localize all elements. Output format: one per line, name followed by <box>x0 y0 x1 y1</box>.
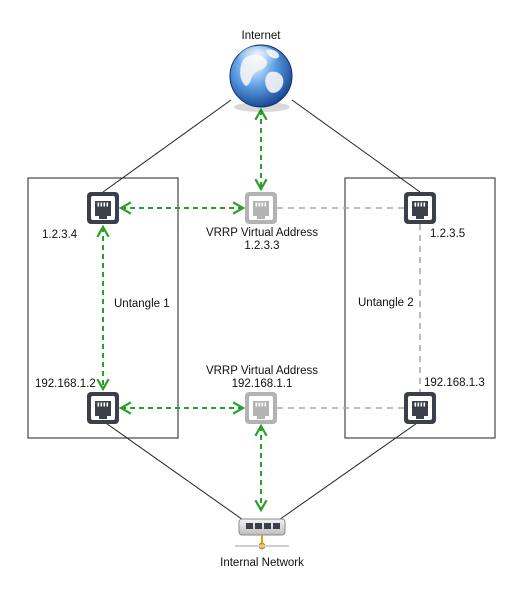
untangle-1-wan-ip: 1.2.3.4 <box>42 229 78 241</box>
ports-layer <box>87 192 436 424</box>
untangle-2-wan-port-icon <box>404 192 436 224</box>
internal-network-label: Internal Network <box>220 557 304 569</box>
untangle-1-lan-port-icon <box>87 392 119 424</box>
untangle-2-lan-ip: 192.168.1.3 <box>424 377 485 389</box>
untangle-2-lan-port-icon <box>404 392 436 424</box>
internal-link-right <box>275 420 421 523</box>
untangle-2-label: Untangle 2 <box>358 297 414 309</box>
untangle-1-label: Untangle 1 <box>114 298 170 310</box>
untangle-2-wan-ip: 1.2.3.5 <box>430 228 466 240</box>
untangle-1-box <box>27 177 179 439</box>
globe-icon <box>229 44 293 112</box>
vrrp-wan-port-icon <box>245 192 277 224</box>
vrrp-lan-title: VRRP Virtual Address <box>205 365 319 377</box>
untangle-1-wan-port-icon <box>87 192 119 224</box>
switch-icon <box>235 518 289 550</box>
internet-link-left <box>102 99 232 193</box>
vrrp-wan-ip: 1.2.3.3 <box>244 240 280 252</box>
untangle-2-box <box>344 177 496 439</box>
vrrp-lan-port-icon <box>245 392 277 424</box>
vrrp-lan-ip: 192.168.1.1 <box>231 378 293 390</box>
untangle-1-lan-ip: 192.168.1.2 <box>35 378 96 390</box>
internet-label: Internet <box>241 30 281 42</box>
internal-link-left <box>102 420 247 523</box>
vrrp-wan-title: VRRP Virtual Address <box>205 227 319 239</box>
internet-link-right <box>291 99 421 193</box>
